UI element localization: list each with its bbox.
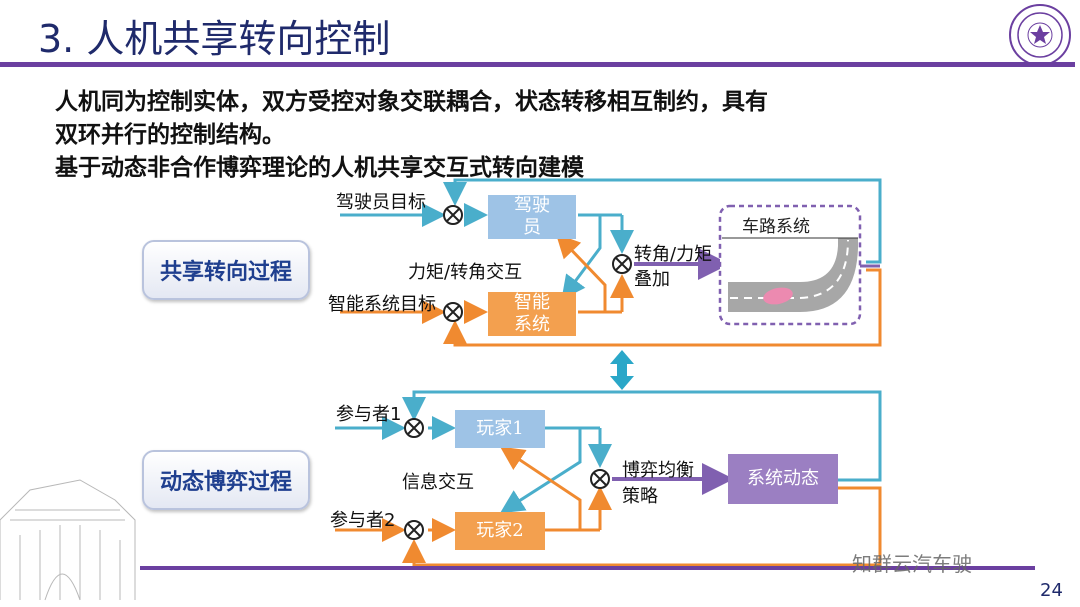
angle-torque-sum-label-2: 叠加 — [634, 269, 670, 290]
body-text-line-1: 人机同为控制实体，双方受控对象交联耦合，状态转移相互制约，具有 — [55, 89, 768, 115]
dynamic-game-label-text: 动态博弈过程 — [159, 470, 292, 495]
info-interaction-label: 信息交互 — [402, 472, 474, 493]
angle-torque-sum-label-1: 转角/力矩 — [634, 244, 713, 265]
coupling-double-arrow — [610, 350, 634, 390]
upper-feedback-blue — [340, 178, 882, 300]
game-equilibrium-label-2: 策略 — [622, 486, 658, 507]
page-number: 24 — [1040, 580, 1063, 601]
driver-target-label: 驾驶员目标 — [336, 192, 426, 213]
intelligent-system-box: 智能系统 — [488, 292, 576, 336]
watermark-text: 知群云汽车驶 — [852, 552, 972, 576]
body-text-line-2: 双环并行的控制结构。 — [55, 122, 285, 148]
system-box-line1: 智能 — [514, 292, 550, 313]
player-1-box: 玩家1 — [455, 410, 545, 448]
game-equilibrium-label-1: 博弈均衡 — [622, 460, 694, 481]
participant-2-label: 参与者2 — [330, 510, 396, 531]
player-1-box-text: 玩家1 — [476, 418, 524, 439]
upper-feedback-orange — [340, 233, 882, 347]
shared-steering-label-text: 共享转向过程 — [159, 260, 292, 285]
lower-feedback-blue — [335, 390, 882, 514]
upper-summing-junctions — [443, 205, 632, 322]
player-2-box-text: 玩家2 — [476, 520, 524, 541]
driver-box-line2: 员 — [523, 217, 541, 238]
lower-feedback-orange — [335, 446, 882, 567]
torque-angle-interaction-label: 力矩/转角交互 — [408, 262, 523, 283]
title-divider — [0, 62, 1075, 67]
driver-box-line1: 驾驶 — [514, 195, 550, 216]
road-illustration — [718, 204, 862, 326]
system-box-line2: 系统 — [514, 314, 550, 335]
lower-summing-junctions — [404, 418, 610, 540]
system-dynamics-box-text: 系统动态 — [747, 468, 819, 489]
player-2-box: 玩家2 — [455, 512, 545, 550]
participant-1-label: 参与者1 — [336, 404, 402, 425]
system-dynamics-box: 系统动态 — [728, 454, 838, 504]
body-text-line-3: 基于动态非合作博弈理论的人机共享交互式转向建模 — [55, 155, 584, 181]
dynamic-game-label: 动态博弈过程 — [142, 450, 310, 510]
vehicle-road-label: 车路系统 — [742, 217, 810, 237]
driver-box: 驾驶员 — [488, 195, 576, 239]
slide-title: 3. 人机共享转向控制 — [38, 17, 391, 61]
campus-gate-sketch — [0, 479, 136, 601]
system-target-label: 智能系统目标 — [328, 294, 436, 315]
shared-steering-label: 共享转向过程 — [142, 240, 310, 300]
